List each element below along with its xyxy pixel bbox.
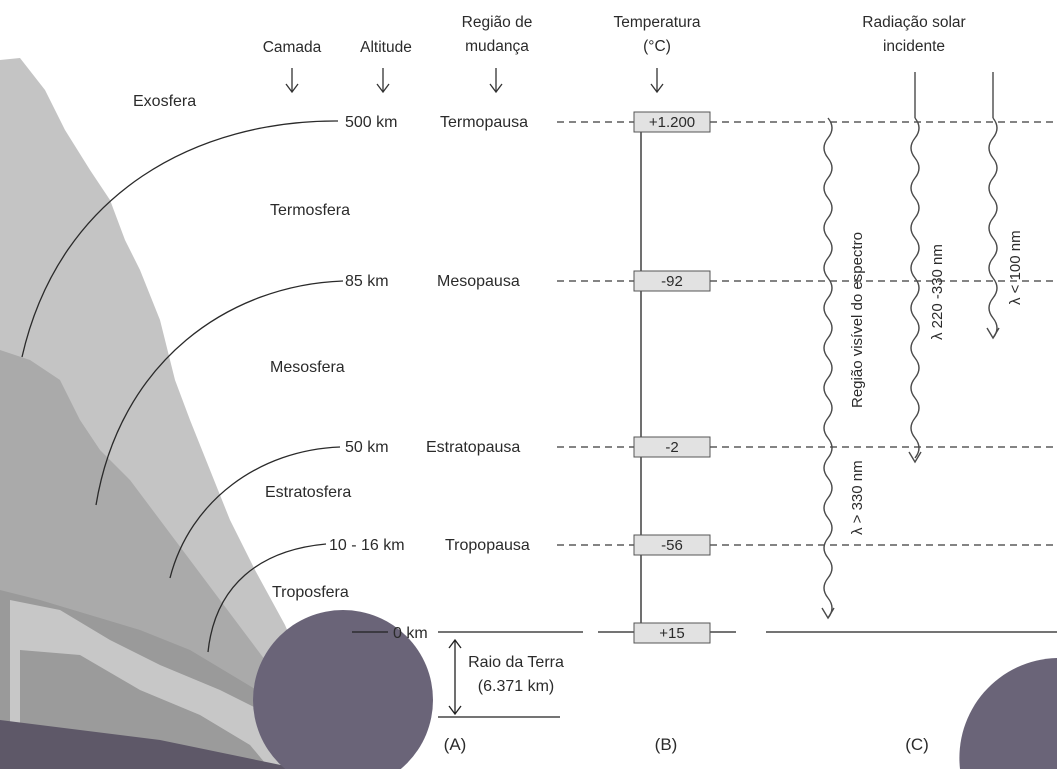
temperature-boxes: +1.200 -92 -2 -56 +15 bbox=[634, 112, 710, 643]
altitude-0: 0 km bbox=[393, 625, 428, 642]
earth-radius-label: Raio da Terra bbox=[468, 654, 564, 671]
header-temperature-1: Temperatura bbox=[613, 14, 700, 31]
level-dashed-lines bbox=[557, 122, 1057, 545]
altitude-500: 500 km bbox=[345, 114, 397, 131]
wave-uv-short bbox=[989, 118, 997, 338]
temp-minus-2: -2 bbox=[665, 439, 678, 456]
header-change-region-1: Região de bbox=[462, 14, 533, 31]
header-altitude: Altitude bbox=[360, 39, 412, 56]
layer-stratosphere: Estratosfera bbox=[265, 484, 351, 501]
temp-minus-92: -92 bbox=[661, 273, 683, 290]
layer-mesosphere: Mesosfera bbox=[270, 359, 345, 376]
wave-visible bbox=[824, 118, 832, 618]
altitude-50: 50 km bbox=[345, 439, 389, 456]
wave-uv-mid bbox=[911, 118, 919, 458]
change-thermopause: Termopausa bbox=[440, 114, 528, 131]
visible-wavelength-label: λ > 330 nm bbox=[849, 460, 866, 535]
radiation-labels: Região visível do espectro λ > 330 nm λ … bbox=[849, 230, 1024, 535]
panel-label-a: (A) bbox=[444, 735, 467, 754]
uv-mid-label: λ 220 -330 nm bbox=[929, 244, 946, 340]
change-tropopause: Tropopausa bbox=[445, 537, 530, 554]
altitude-85: 85 km bbox=[345, 273, 389, 290]
altitude-10-16: 10 - 16 km bbox=[329, 537, 405, 554]
temp-plus-15: +15 bbox=[659, 625, 684, 642]
earth-radius-value: (6.371 km) bbox=[478, 678, 554, 695]
arrow-down-icon bbox=[490, 68, 502, 92]
layer-exosphere: Exosfera bbox=[133, 93, 196, 110]
uv-short-label: λ < 100 nm bbox=[1007, 230, 1024, 305]
layer-troposphere: Troposfera bbox=[272, 584, 349, 601]
header-radiation-1: Radiação solar bbox=[862, 14, 965, 31]
panel-label-b: (B) bbox=[655, 735, 678, 754]
header-layer: Camada bbox=[263, 39, 322, 56]
temp-minus-56: -56 bbox=[661, 537, 683, 554]
panel-label-c: (C) bbox=[905, 735, 929, 754]
header-change-region-2: mudança bbox=[465, 38, 529, 55]
panel-labels: (A) (B) (C) bbox=[444, 735, 929, 754]
change-region-labels: Termopausa Mesopausa Estratopausa Tropop… bbox=[426, 114, 530, 554]
arrow-down-icon bbox=[651, 68, 663, 92]
earth-circle-c bbox=[959, 658, 1057, 769]
header-temperature-2: (°C) bbox=[643, 38, 671, 55]
change-mesopause: Mesopausa bbox=[437, 273, 520, 290]
change-stratopause: Estratopausa bbox=[426, 439, 520, 456]
header-radiation-2: incidente bbox=[883, 38, 945, 55]
arrow-down-icon bbox=[286, 68, 298, 92]
visible-region-label: Região visível do espectro bbox=[849, 232, 866, 408]
altitude-labels: 500 km 85 km 50 km 10 - 16 km 0 km bbox=[329, 114, 428, 642]
temp-1200: +1.200 bbox=[649, 114, 695, 131]
layer-thermosphere: Termosfera bbox=[270, 202, 350, 219]
arrow-down-icon bbox=[377, 68, 389, 92]
column-headers: Camada Altitude Região de mudança Temper… bbox=[263, 14, 966, 56]
header-arrows bbox=[286, 68, 663, 92]
